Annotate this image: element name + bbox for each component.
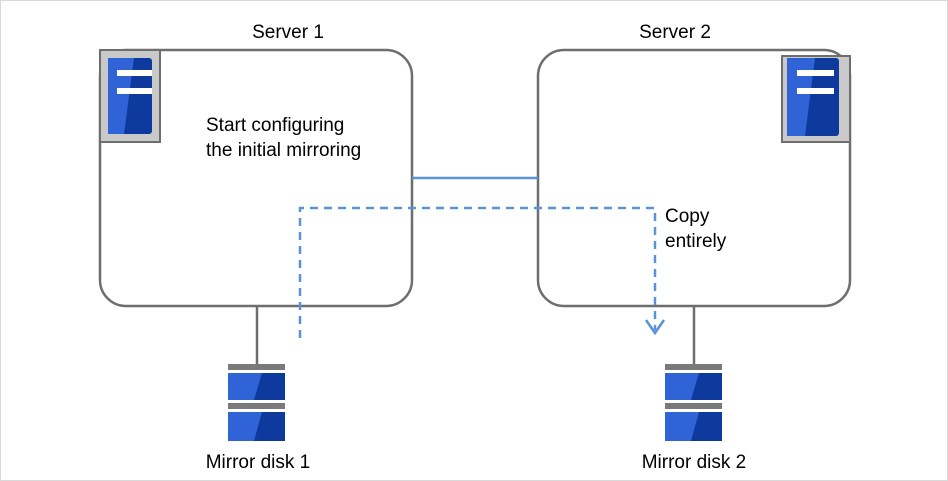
copy-note-line-1: Copy bbox=[665, 206, 710, 227]
copy-arrowhead bbox=[644, 319, 666, 336]
mirror-disk-1-label: Mirror disk 1 bbox=[206, 452, 311, 473]
server-1-note-line-1: Start configuring bbox=[206, 115, 344, 136]
server-2-title: Server 2 bbox=[639, 22, 711, 43]
mirror-disk-2-icon bbox=[665, 364, 722, 441]
server-1-title: Server 1 bbox=[252, 22, 324, 43]
mirror-disk-2-label: Mirror disk 2 bbox=[642, 452, 747, 473]
mirror-disk-1-icon bbox=[228, 364, 285, 441]
server-2-icon bbox=[781, 55, 851, 143]
server-1-icon bbox=[99, 49, 161, 143]
copy-path bbox=[298, 206, 657, 338]
server-1-note-line-2: the initial mirroring bbox=[206, 140, 361, 161]
copy-note-line-2: entirely bbox=[665, 231, 727, 252]
